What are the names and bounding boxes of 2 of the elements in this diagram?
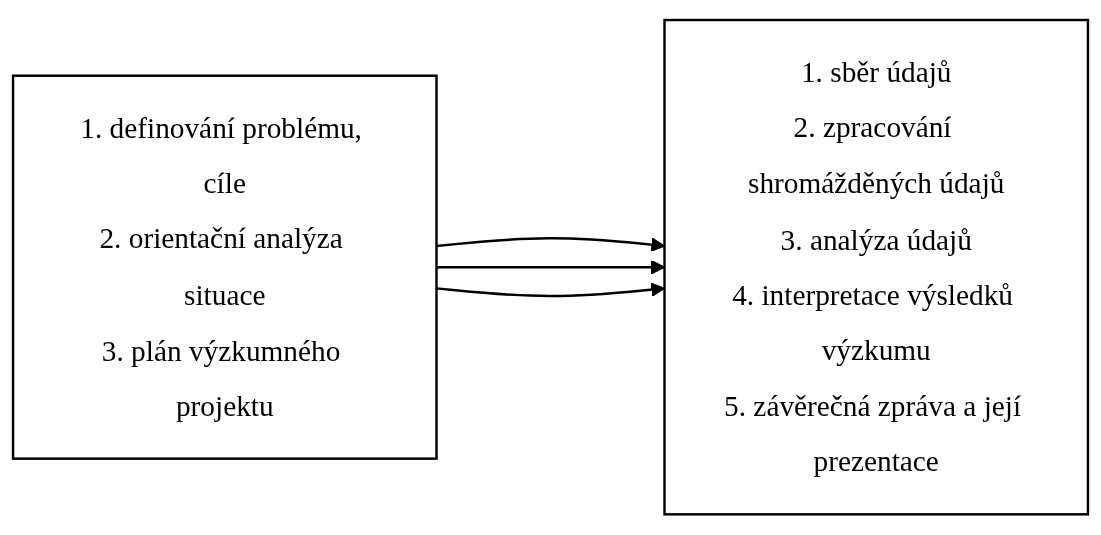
node-box: 1. definování problému, cíle 2. orientační analýza situace 3. plán výzkumného projektu — [11, 74, 438, 461]
node-box: 1. sběr údajů 2. zpracování shromážděných údajů 3. analýza údajů 4. interpretace výsledků výzkumu 5. závěrečná zpráva a její prezentace — [663, 19, 1090, 516]
